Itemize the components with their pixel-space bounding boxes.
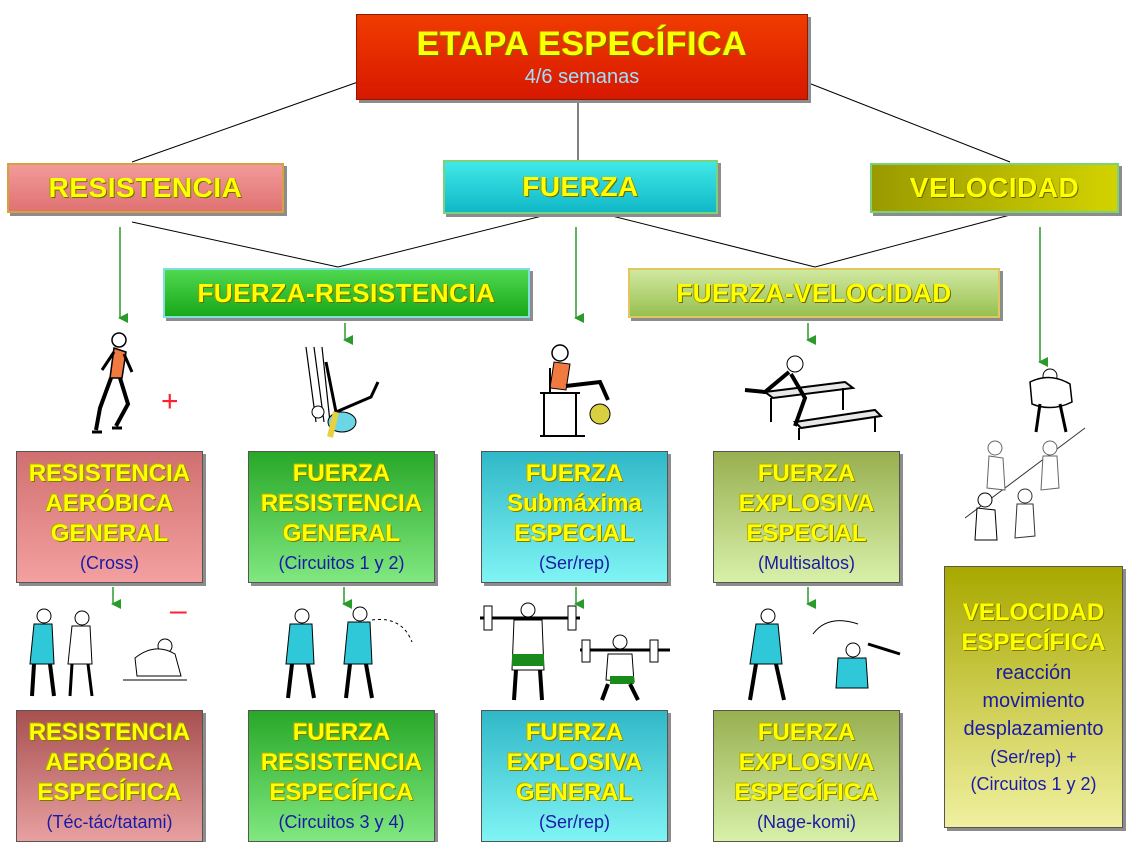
velocidad-line: movimiento: [982, 690, 1085, 712]
line-top-velocidad: [805, 81, 1011, 163]
card-line: ESPECÍFICA: [37, 779, 182, 806]
card-line: EXPLOSIVA: [738, 749, 875, 776]
velocidad-line: reacción: [995, 662, 1072, 684]
velocidad-box: VELOCIDAD: [870, 163, 1119, 213]
card-line: RESISTENCIA: [260, 490, 423, 517]
line-fuerza-fv: [607, 214, 816, 268]
card-note: (Circuitos 3 y 4): [278, 812, 405, 832]
card-fuerza-resistencia-especifica: FUERZA RESISTENCIA ESPECÍFICA (Circuitos…: [248, 710, 435, 842]
card-line: GENERAL: [515, 779, 634, 806]
card-note: (Ser/rep): [538, 553, 610, 573]
runner-figure: [92, 332, 134, 434]
velocidad-title-1: VELOCIDAD: [962, 599, 1105, 626]
card-fuerza-explosiva-general: FUERZA EXPLOSIVA GENERAL (Ser/rep): [481, 710, 668, 842]
card-line: ESPECIAL: [514, 520, 635, 547]
top-title: ETAPA ESPECÍFICA: [416, 25, 748, 63]
judo-throw-figure-2: [748, 608, 901, 701]
card-line: FUERZA: [525, 460, 624, 487]
judo-circuit-figure: [285, 606, 413, 699]
card-note: (Ser/rep): [538, 812, 610, 832]
fuerza-velocidad-box: FUERZA-VELOCIDAD: [628, 268, 1000, 318]
top-box: ETAPA ESPECÍFICA 4/6 semanas: [356, 14, 808, 100]
card-line: FUERZA: [525, 719, 624, 746]
card-resistencia-aerobica-especifica: RESISTENCIA AERÓBICA ESPECÍFICA (Téc-tác…: [16, 710, 203, 842]
card-note: (Multisaltos): [757, 553, 855, 573]
line-res-fr: [131, 221, 339, 268]
card-line: ESPECIAL: [746, 520, 867, 547]
card-line: EXPLOSIVA: [506, 749, 643, 776]
card-note: (Circuitos 1 y 2): [278, 553, 405, 573]
card-line: FUERZA: [292, 460, 391, 487]
card-line: RESISTENCIA: [28, 719, 191, 746]
card-note: (Cross): [80, 553, 139, 573]
velocidad-line: desplazamiento: [963, 718, 1104, 740]
minus-sign: –: [170, 594, 187, 627]
card-fuerza-explosiva-especial: FUERZA EXPLOSIVA ESPECIAL (Multisaltos): [713, 451, 900, 583]
plus-sign: +: [161, 385, 179, 418]
fuerza-box: FUERZA: [443, 160, 718, 214]
card-line: RESISTENCIA: [260, 749, 423, 776]
line-fuerza-fr: [337, 214, 547, 268]
card-line: AERÓBICA: [45, 490, 174, 517]
card-velocidad-especifica: VELOCIDAD ESPECÍFICA reacción movimiento…: [944, 566, 1123, 828]
card-line: FUERZA: [757, 460, 856, 487]
card-line: FUERZA: [757, 719, 856, 746]
card-line: ESPECÍFICA: [734, 779, 879, 806]
card-line: EXPLOSIVA: [738, 490, 875, 517]
rope-exercise-figure: [305, 346, 380, 438]
velocidad-title-2: ESPECÍFICA: [961, 629, 1106, 656]
card-line: FUERZA: [292, 719, 391, 746]
judo-mat-figure: [123, 638, 187, 681]
card-fuerza-resistencia-general: FUERZA RESISTENCIA GENERAL (Circuitos 1 …: [248, 451, 435, 583]
resistencia-box: RESISTENCIA: [7, 163, 284, 213]
top-subtitle: 4/6 semanas: [524, 66, 640, 88]
velocidad-line: (Ser/rep) +: [990, 747, 1077, 767]
card-line: GENERAL: [282, 520, 401, 547]
leg-press-figure: [540, 344, 611, 437]
judo-grip-figure: [29, 608, 94, 697]
card-line: Submáxima: [507, 490, 642, 517]
line-vel-fv: [814, 214, 1011, 268]
card-note: (Nage-komi): [756, 812, 857, 832]
card-line: RESISTENCIA: [28, 460, 191, 487]
fuerza-resistencia-box: FUERZA-RESISTENCIA: [163, 268, 530, 318]
line-top-resistencia: [131, 81, 359, 163]
card-line: AERÓBICA: [45, 749, 174, 776]
card-fuerza-explosiva-especifica: FUERZA EXPLOSIVA ESPECÍFICA (Nage-komi): [713, 710, 900, 842]
judo-throw-figure-1: [1029, 368, 1073, 433]
judo-sequence-figure: [965, 427, 1086, 541]
card-resistencia-aerobica-general: RESISTENCIA AERÓBICA GENERAL (Cross): [16, 451, 203, 583]
card-note: (Téc-tác/tatami): [46, 812, 173, 832]
barbell-figure: [480, 602, 670, 701]
card-fuerza-submaxima-especial: FUERZA Submáxima ESPECIAL (Ser/rep): [481, 451, 668, 583]
velocidad-line: (Circuitos 1 y 2): [970, 774, 1097, 794]
jump-benches-figure: [744, 355, 884, 440]
card-line: GENERAL: [50, 520, 169, 547]
card-line: ESPECÍFICA: [269, 779, 414, 806]
